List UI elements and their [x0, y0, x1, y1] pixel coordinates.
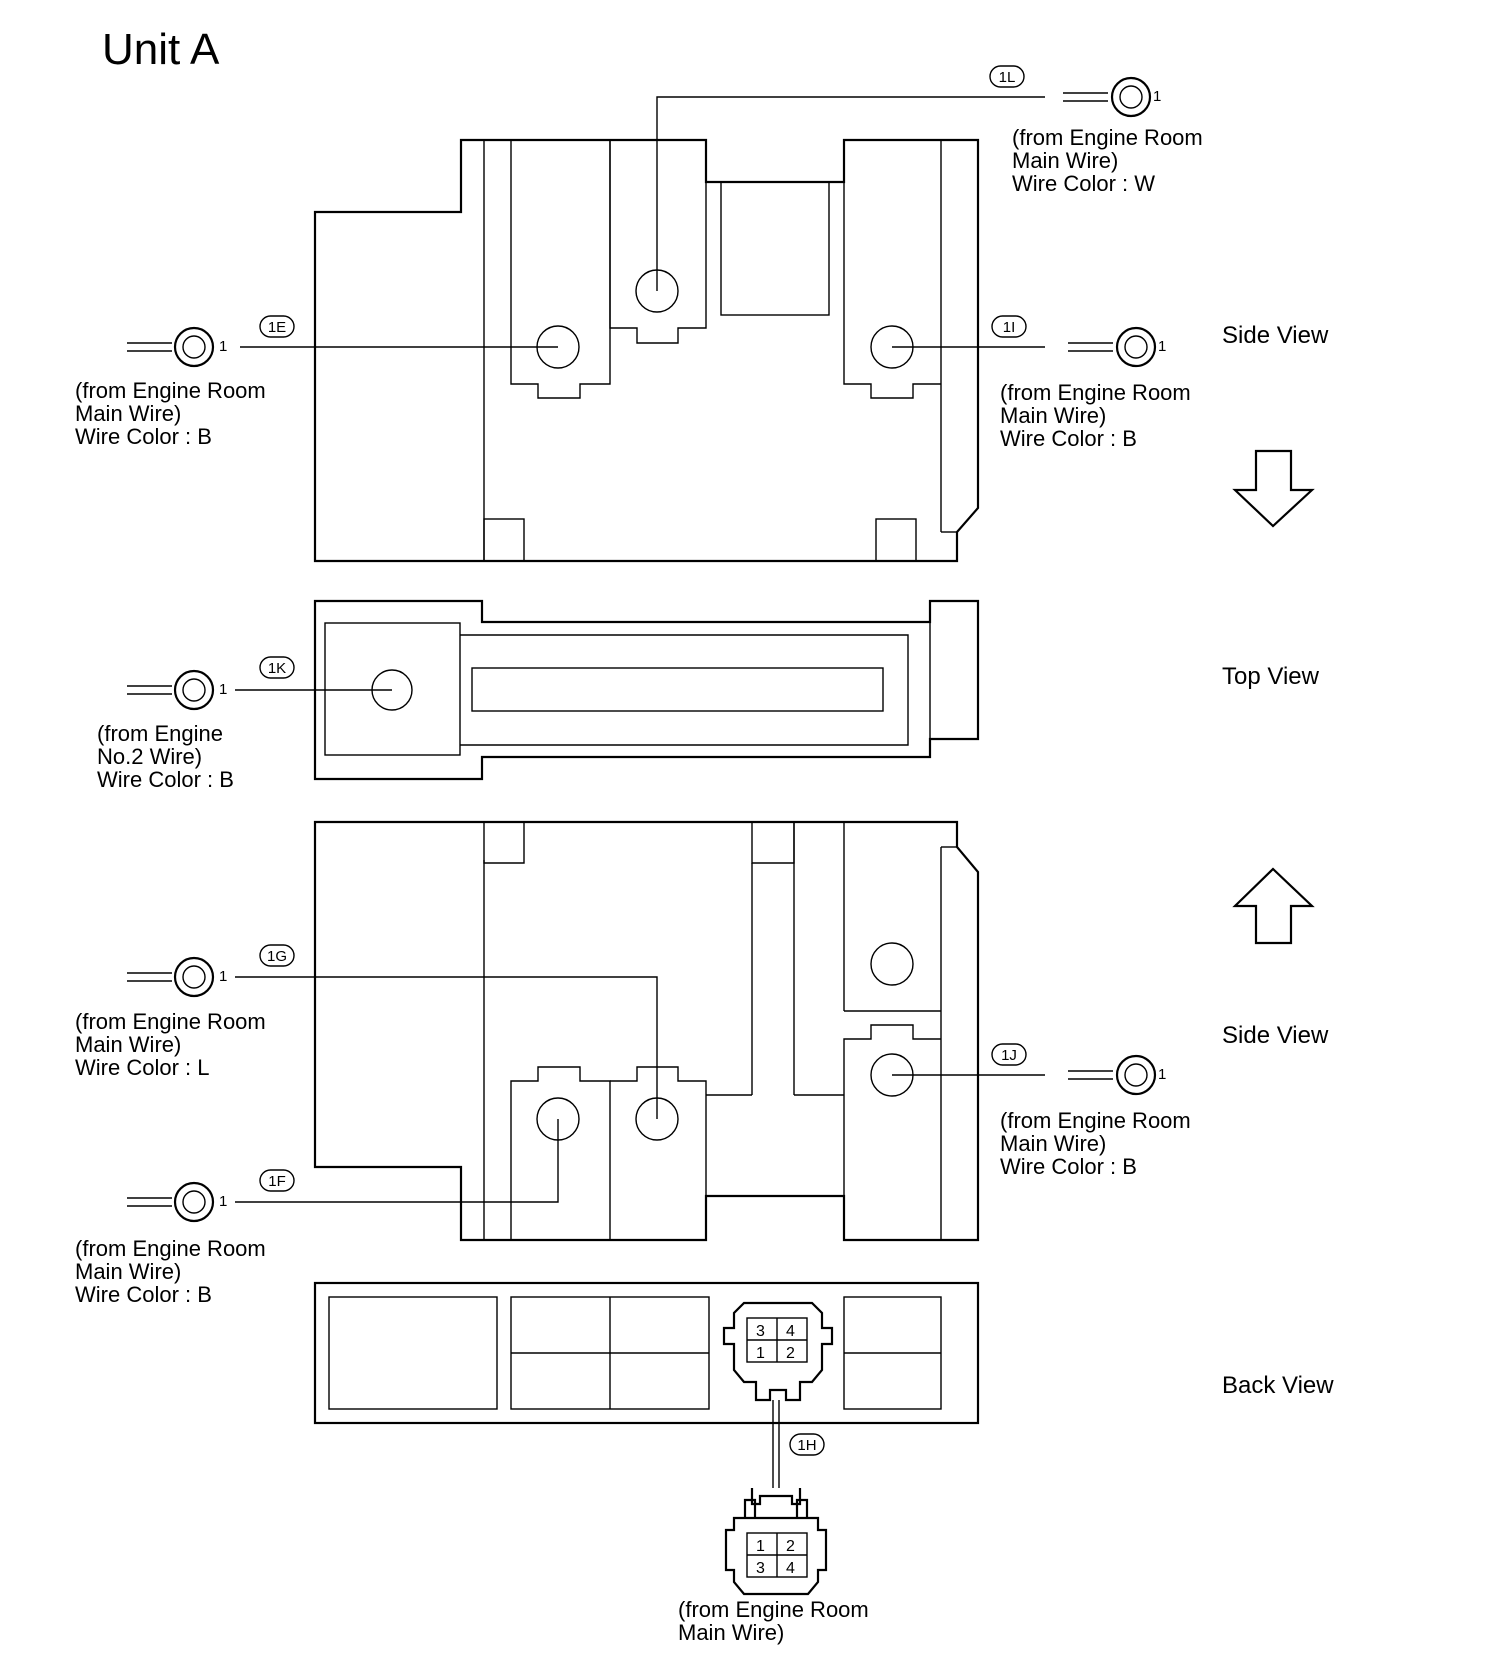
- svg-text:1I: 1I: [1003, 319, 1016, 336]
- connector-code-1f: 1F: [259, 1169, 295, 1192]
- connector-description-line: (from Engine Room: [75, 1009, 266, 1034]
- connector-code-1h: 1H: [789, 1433, 825, 1456]
- terminal-pin-number: 1: [219, 1193, 227, 1210]
- connector-description-line: Wire Color : B: [1000, 1154, 1137, 1179]
- arrow-down-icon: [1232, 449, 1315, 528]
- ring-terminal-icon: [127, 669, 215, 711]
- back-view-body: [313, 1281, 980, 1425]
- side-view-top-body: [313, 138, 980, 563]
- mating-connector-pin: 3: [756, 1560, 765, 1577]
- mating-connector-pin: 1: [756, 1538, 765, 1555]
- terminal-pin-number: 1: [1158, 338, 1166, 355]
- back-connector-1h: [722, 1301, 834, 1402]
- mating-connector-pin: 4: [786, 1560, 795, 1577]
- connector-description-line: (from Engine Room: [75, 1236, 266, 1261]
- connector-description-line: Wire Color : B: [75, 1282, 212, 1307]
- back-connector-pin: 2: [786, 1345, 795, 1362]
- connector-description-line: No.2 Wire): [97, 744, 202, 769]
- svg-text:1F: 1F: [268, 1173, 286, 1190]
- ring-terminal-icon: [127, 956, 215, 998]
- connector-description-line: (from Engine Room: [1012, 125, 1203, 150]
- connector-description-line: Main Wire): [678, 1620, 784, 1645]
- connector-description-line: Wire Color : B: [1000, 426, 1137, 451]
- svg-text:1L: 1L: [999, 69, 1016, 86]
- connector-code-1g: 1G: [259, 944, 295, 967]
- connector-description-line: Main Wire): [1000, 1131, 1106, 1156]
- svg-text:1K: 1K: [268, 660, 286, 677]
- top-view-body: [313, 599, 980, 781]
- connector-description-line: Wire Color : W: [1012, 171, 1155, 196]
- connector-description-line: (from Engine Room: [1000, 1108, 1191, 1133]
- connector-code-1e: 1E: [259, 315, 295, 338]
- connector-description-line: Wire Color : L: [75, 1055, 209, 1080]
- ring-terminal-icon: [1063, 76, 1152, 118]
- back-connector-pin: 4: [786, 1323, 795, 1340]
- leader-lines: [235, 96, 1045, 1488]
- svg-text:1G: 1G: [267, 948, 287, 965]
- connector-code-1l: 1L: [989, 65, 1025, 88]
- connector-description-line: Main Wire): [1012, 148, 1118, 173]
- connector-description-line: (from Engine Room: [1000, 380, 1191, 405]
- connector-description-line: Wire Color : B: [97, 767, 234, 792]
- svg-text:1J: 1J: [1001, 1047, 1017, 1064]
- connector-description-line: Main Wire): [75, 1259, 181, 1284]
- connector-description-line: (from Engine Room: [678, 1597, 869, 1622]
- connector-description-line: Main Wire): [75, 401, 181, 426]
- ring-terminal-icon: [127, 1181, 215, 1223]
- back-connector-pin: 3: [756, 1323, 765, 1340]
- side-view-bottom-body: [313, 820, 980, 1242]
- connector-code-1i: 1I: [991, 315, 1027, 338]
- view-label-side-bottom: Side View: [1222, 1022, 1329, 1049]
- terminal-pin-number: 1: [219, 338, 227, 355]
- connector-description-line: (from Engine Room: [75, 378, 266, 403]
- connector-code-1j: 1J: [991, 1043, 1027, 1066]
- mating-connector-pin: 2: [786, 1538, 795, 1555]
- svg-text:1E: 1E: [268, 319, 286, 336]
- mating-connector: [724, 1488, 828, 1596]
- connector-description-line: Main Wire): [75, 1032, 181, 1057]
- arrow-up-icon: [1232, 867, 1315, 945]
- ring-terminal-icon: [1068, 326, 1157, 368]
- connector-code-1k: 1K: [259, 656, 295, 679]
- view-label-back: Back View: [1222, 1372, 1334, 1399]
- diagram-title: Unit A: [102, 25, 220, 74]
- view-label-top: Top View: [1222, 663, 1320, 690]
- terminal-pin-number: 1: [1153, 88, 1161, 105]
- view-label-side-top: Side View: [1222, 322, 1329, 349]
- terminal-pin-number: 1: [219, 681, 227, 698]
- ring-terminal-icon: [127, 326, 215, 368]
- connector-description-line: Wire Color : B: [75, 424, 212, 449]
- connector-description-line: (from Engine: [97, 721, 223, 746]
- connector-description-line: Main Wire): [1000, 403, 1106, 428]
- ring-terminal-icon: [1068, 1054, 1157, 1096]
- terminal-pin-number: 1: [1158, 1066, 1166, 1083]
- svg-text:1H: 1H: [797, 1437, 816, 1454]
- back-connector-pin: 1: [756, 1345, 765, 1362]
- terminal-pin-number: 1: [219, 968, 227, 985]
